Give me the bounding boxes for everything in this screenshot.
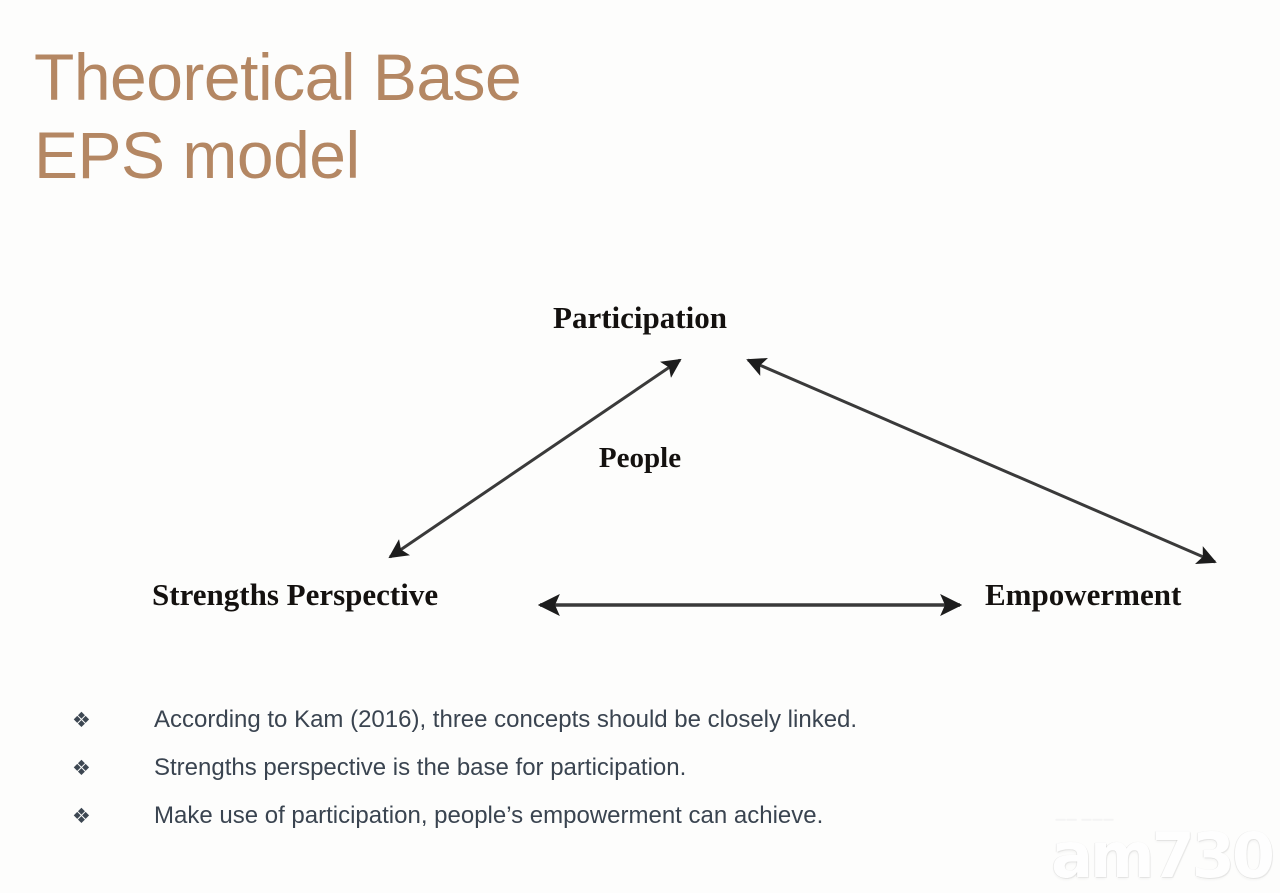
- list-item-text: According to Kam (2016), three concepts …: [154, 706, 858, 733]
- list-item: ❖ Make use of participation, people’s em…: [72, 801, 1192, 849]
- arrow-strengths-participation: [388, 358, 682, 559]
- title-line-1: Theoretical Base: [34, 40, 522, 114]
- node-label-participation: Participation: [553, 300, 727, 335]
- diagram-arrows: [388, 358, 1217, 617]
- diamond-bullet-icon: ❖: [72, 708, 91, 732]
- list-item-text: Strengths perspective is the base for pa…: [154, 754, 687, 781]
- list-item: ❖ According to Kam (2016), three concept…: [72, 705, 1192, 753]
- list-item-text: Make use of participation, people’s empo…: [154, 802, 824, 829]
- bullet-list: ❖ According to Kam (2016), three concept…: [72, 705, 1192, 849]
- list-item: ❖ Strengths perspective is the base for …: [72, 753, 1192, 801]
- arrow-participation-empowerment: [746, 358, 1217, 564]
- watermark-text: am730: [1051, 819, 1275, 892]
- node-label-strengths-perspective: Strengths Perspective: [152, 577, 439, 612]
- node-label-empowerment: Empowerment: [985, 577, 1182, 612]
- diamond-bullet-icon: ❖: [72, 804, 91, 828]
- title-line-2: EPS model: [34, 118, 360, 192]
- node-label-people: People: [598, 442, 682, 474]
- diamond-bullet-icon: ❖: [72, 756, 91, 780]
- eps-model-diagram: Participation People Strengths Perspecti…: [0, 270, 1280, 670]
- watermark-subtext: —— ———: [1055, 813, 1114, 826]
- page-title: Theoretical Base EPS model: [34, 38, 834, 194]
- watermark-am730: —— ——— am730: [1051, 813, 1275, 887]
